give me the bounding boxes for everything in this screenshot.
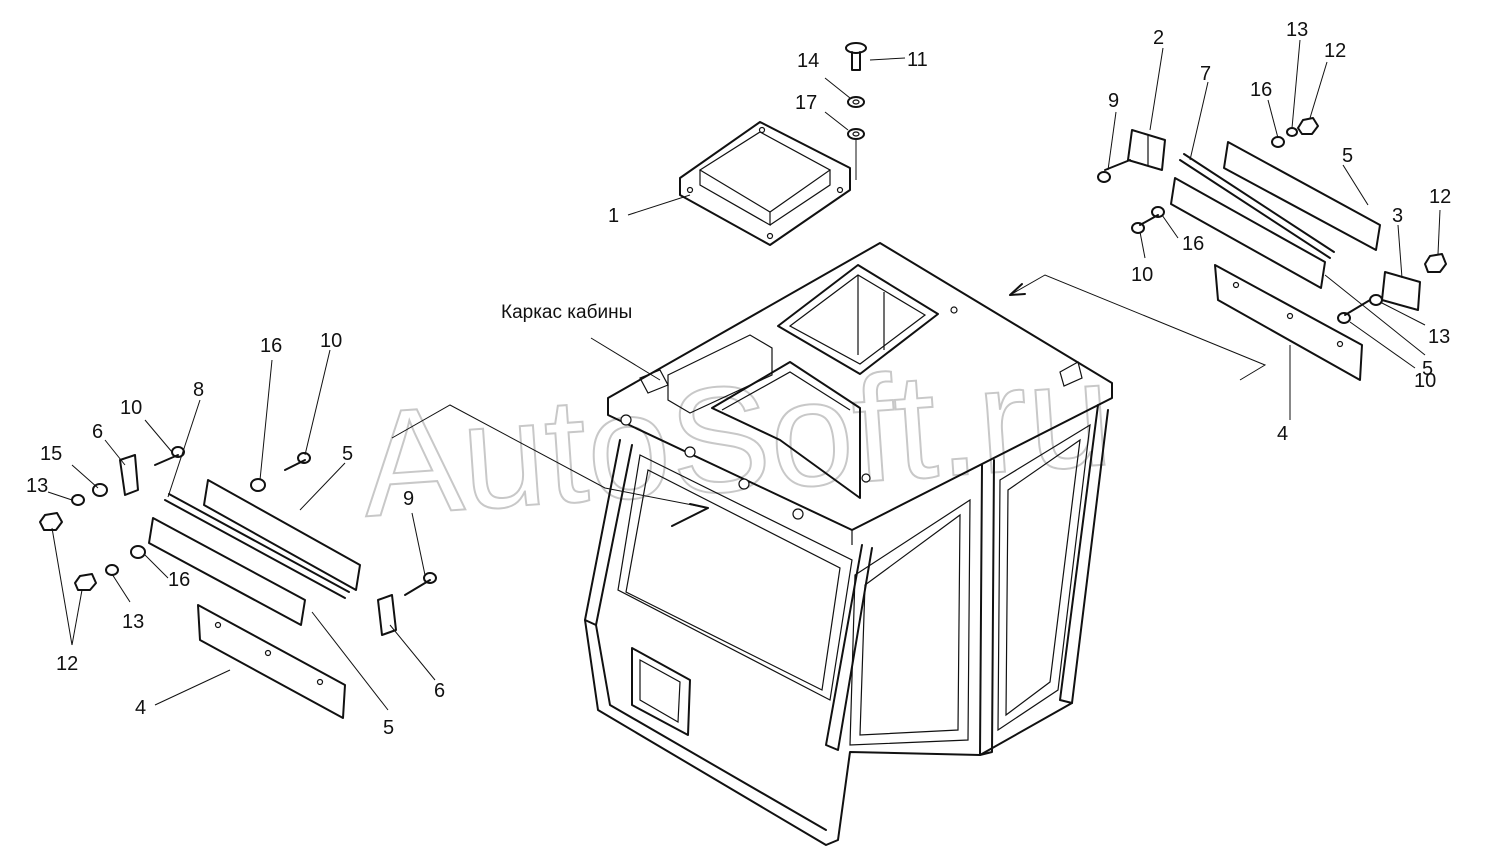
cab-lower-window bbox=[631, 647, 691, 736]
cab-lower-body bbox=[584, 619, 1073, 846]
label-7: 7 bbox=[1200, 63, 1211, 85]
label-11: 11 bbox=[907, 49, 928, 71]
part-5-strip-left-lower bbox=[148, 517, 306, 626]
label-12-left: 12 bbox=[56, 653, 78, 675]
label-17: 17 bbox=[795, 92, 817, 114]
label-16-left-upper: 16 bbox=[260, 335, 282, 357]
cab-front-right-post bbox=[825, 544, 873, 751]
left-assembly bbox=[39, 404, 709, 719]
left-assembly-arrow bbox=[391, 404, 709, 509]
part-5-strip-lower bbox=[1170, 177, 1326, 289]
part-5-strip-left-upper bbox=[203, 479, 361, 591]
part-4-glass-left bbox=[197, 604, 346, 719]
caption-cab-frame: Каркас кабины bbox=[501, 302, 632, 323]
cab-middle-post bbox=[979, 459, 995, 756]
label-8: 8 bbox=[193, 379, 204, 401]
part-7-rod bbox=[1179, 153, 1335, 259]
label-10-right-lower: 10 bbox=[1414, 370, 1436, 392]
label-12-right-upper: 12 bbox=[1324, 40, 1346, 62]
label-5-right-lower: 5 bbox=[1422, 358, 1433, 380]
label-4-right: 4 bbox=[1277, 423, 1288, 445]
part-6-bracket-lower bbox=[377, 594, 397, 636]
part-6-bracket-upper bbox=[119, 454, 139, 496]
label-16-right-upper: 16 bbox=[1250, 79, 1272, 101]
label-5-left-lower: 5 bbox=[383, 717, 394, 739]
label-10-left-upper: 10 bbox=[320, 330, 342, 352]
label-9-right: 9 bbox=[1108, 90, 1119, 112]
label-4-left: 4 bbox=[135, 697, 146, 719]
label-3: 3 bbox=[1392, 205, 1403, 227]
label-16-left-lower: 16 bbox=[168, 569, 190, 591]
label-1: 1 bbox=[608, 205, 619, 227]
part-labels: 1 2 3 4 4 5 5 5 5 6 6 7 8 9 9 10 10 10 1… bbox=[26, 19, 1451, 739]
label-10-left: 10 bbox=[120, 397, 142, 419]
cab-front-left-post bbox=[584, 439, 633, 626]
hatch-bolt-stack bbox=[845, 42, 867, 180]
part-2-hinge bbox=[1127, 129, 1166, 171]
label-2: 2 bbox=[1153, 27, 1164, 49]
part-1-hatch-cover bbox=[679, 121, 851, 246]
part-8-rod bbox=[164, 493, 350, 599]
label-6-upper: 6 bbox=[92, 421, 103, 443]
part-4-glass-right bbox=[1214, 264, 1363, 381]
roof-front-window bbox=[711, 361, 861, 499]
label-15: 15 bbox=[40, 443, 62, 465]
label-12-right: 12 bbox=[1429, 186, 1451, 208]
right-assembly-arrow bbox=[1009, 274, 1267, 381]
roof-hatch-opening bbox=[777, 264, 939, 375]
label-10-right-upper: 10 bbox=[1131, 264, 1153, 286]
cab-rear-right-post bbox=[1059, 404, 1109, 704]
label-6-lower: 6 bbox=[434, 680, 445, 702]
label-13-right-upper: 13 bbox=[1286, 19, 1308, 41]
label-14: 14 bbox=[797, 50, 819, 72]
label-13-left-lower: 13 bbox=[122, 611, 144, 633]
cab-frame bbox=[584, 242, 1113, 846]
leader-lines bbox=[47, 39, 1441, 711]
label-16-right: 16 bbox=[1182, 233, 1204, 255]
label-13-left-upper: 13 bbox=[26, 475, 48, 497]
part-3-hinge bbox=[1381, 271, 1421, 311]
part-5-strip-upper bbox=[1223, 141, 1381, 251]
label-9-left: 9 bbox=[403, 488, 414, 510]
label-13-right: 13 bbox=[1428, 326, 1450, 348]
label-5-left-upper: 5 bbox=[342, 443, 353, 465]
label-5-right-upper: 5 bbox=[1342, 145, 1353, 167]
